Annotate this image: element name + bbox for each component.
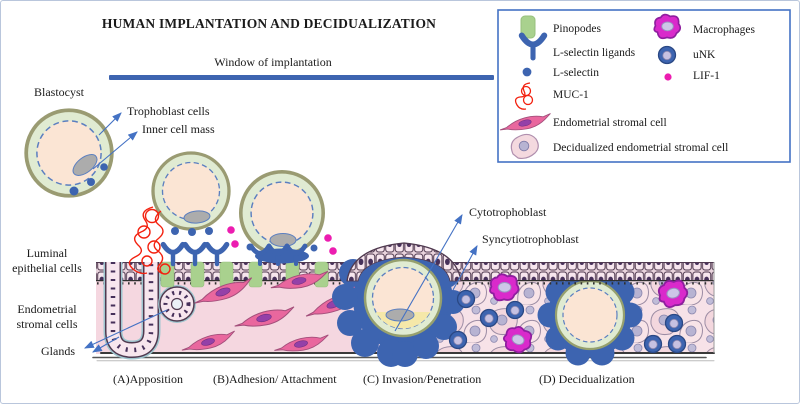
lif1-icon xyxy=(664,73,672,81)
legend-label-l-selectin: L-selectin xyxy=(553,67,599,79)
legend-label-decidualized-cell: Decidualized endometrial stromal cell xyxy=(553,142,728,154)
muc-1-tangle xyxy=(128,206,171,275)
syncytiotrophoblast-label: Syncytiotrophoblast xyxy=(482,232,579,246)
inner-cell-mass xyxy=(269,233,297,247)
legend-label-pinopodes: Pinopodes xyxy=(553,23,601,35)
annotation-arrows xyxy=(84,112,478,353)
legend-label-macrophages: Macrophages xyxy=(693,24,755,36)
l-selectin-dot xyxy=(310,244,318,252)
l-selectin-dots xyxy=(171,227,213,236)
stage-d-label: (D) Decidualization xyxy=(539,372,635,386)
endometrial-stromal-cells-label-line2: stromal cells xyxy=(17,317,78,331)
luminal-epithelial-cells-label-line1: Luminal xyxy=(27,246,68,260)
stage-b-label: (B)Adhesion/ Attachment xyxy=(213,372,337,386)
cytotrophoblast-label: Cytotrophoblast xyxy=(469,205,547,219)
unk-cell-icon xyxy=(657,45,677,65)
embryo-decidualization xyxy=(537,264,643,366)
lif1-dots xyxy=(227,226,337,255)
blastocyst-label: Blastocyst xyxy=(34,85,85,99)
inner-cell-mass xyxy=(385,308,415,322)
legend-label-muc-1: MUC-1 xyxy=(553,89,589,101)
uterine-gland-tube xyxy=(103,262,161,360)
l-selectin-dots xyxy=(69,163,108,196)
inner-cell-mass xyxy=(183,210,211,224)
legend-label-endometrial-stromal-cell: Endometrial stromal cell xyxy=(553,117,667,129)
uterine-gland-cross-section xyxy=(158,285,196,323)
luminal-epithelial-cells-label-line2: epithelial cells xyxy=(12,261,82,275)
stage-c-label: (C) Invasion/Penetration xyxy=(363,372,481,386)
legend-box: Pinopodes L-selectin ligands L-selectin … xyxy=(497,9,791,163)
endometrial-stromal-cells-label-line1: Endometrial xyxy=(17,302,77,316)
page-title: HUMAN IMPLANTATION AND DECIDUALIZATION xyxy=(102,16,436,31)
blastocyst-free xyxy=(24,108,114,198)
stage-a-label: (A)Apposition xyxy=(113,372,183,386)
legend-label-unk: uNK xyxy=(693,49,716,61)
legend-label-lif1: LIF-1 xyxy=(693,70,720,82)
decidualized-stromal-cell-icon xyxy=(510,133,539,160)
l-selectin-icon xyxy=(522,67,532,77)
muc-1-icon xyxy=(514,82,534,110)
inner-cell-mass-label: Inner cell mass xyxy=(142,122,215,136)
window-of-implantation-bar xyxy=(109,75,494,80)
glands-label: Glands xyxy=(41,344,75,358)
trophoblast-cells-label: Trophoblast cells xyxy=(127,104,210,118)
legend-label-l-selectin-ligands: L-selectin ligands xyxy=(553,47,636,59)
inner-cell-mass xyxy=(72,154,98,176)
blastocoel xyxy=(562,287,618,343)
epithelium-arch xyxy=(346,242,462,282)
pinopode-icon xyxy=(520,15,536,39)
blastocyst-apposition xyxy=(151,151,231,236)
window-of-implantation-label: Window of implantation xyxy=(214,55,332,69)
embryo-invasion xyxy=(332,250,465,367)
macrophage-icon xyxy=(653,13,682,40)
